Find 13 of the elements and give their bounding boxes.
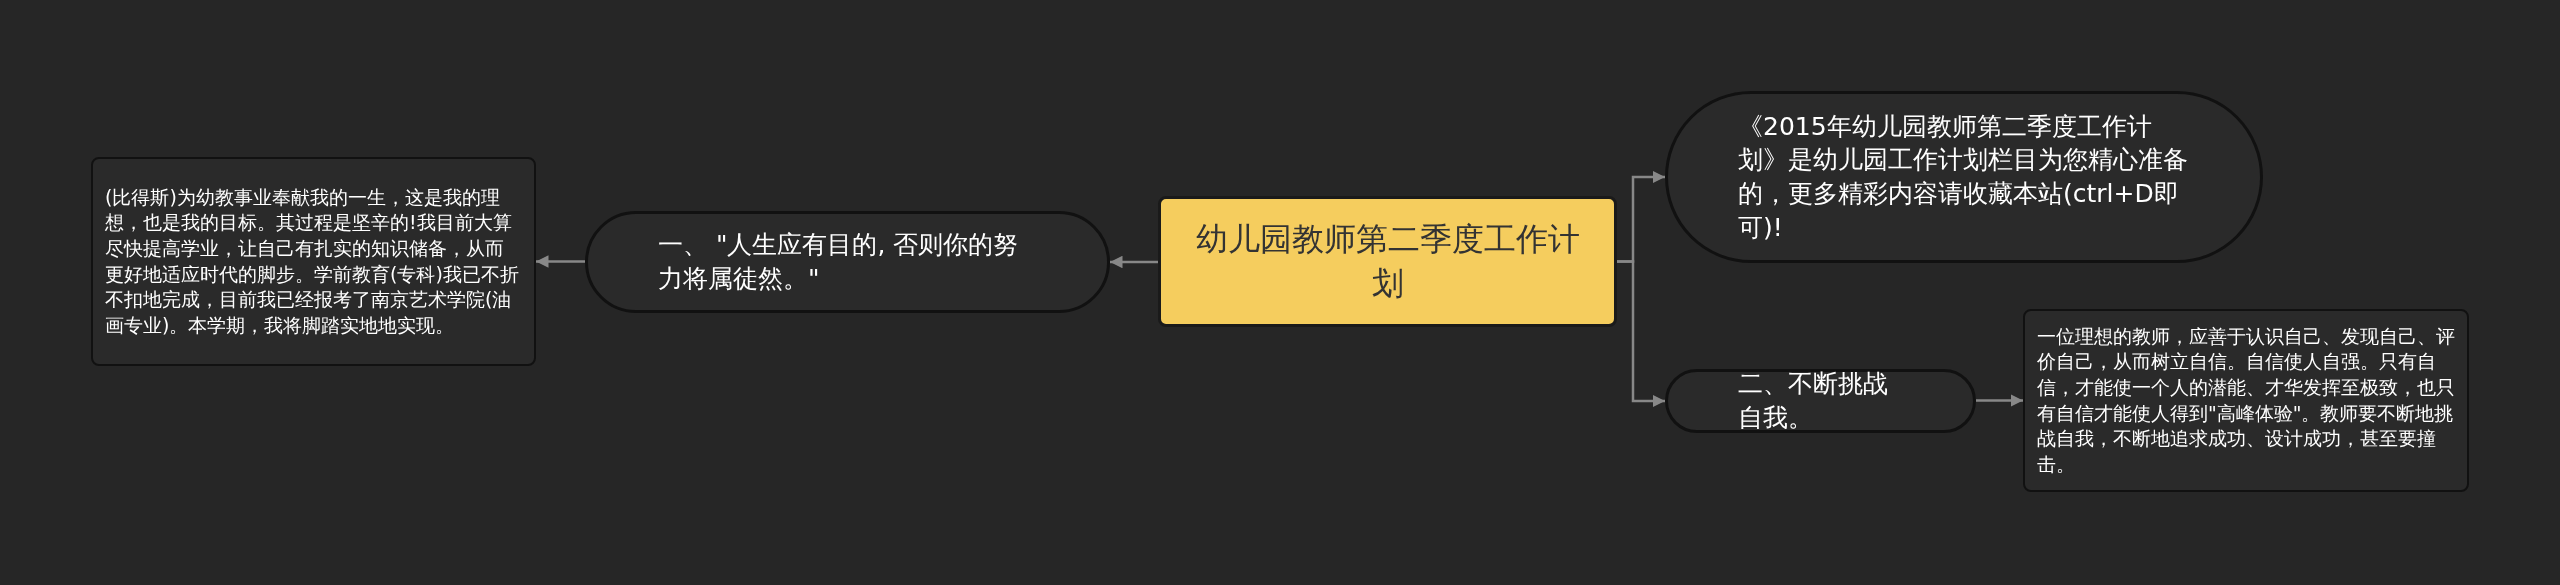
note-text: 一位理想的教师，应善于认识自己、发现自己、评价自己，从而树立自信。自信使人自强。只有自信，才能使一个人的潜能、才华发挥至极致，也只有自信才能使人得到"高峰体验"。教师要不断地挑战自我，不断地追求成功、设计成功，甚至要撞击。 [2037, 323, 2455, 477]
topic-box [1158, 196, 1617, 327]
node-text: 《2015年幼儿园教师第二季度工作计划》是幼儿园工作计划栏目为您精心准备的，更多精彩内容请收藏本站(ctrl+D即可)! [1738, 110, 2189, 244]
arrow [1110, 255, 1158, 269]
node-text: 一、 "人生应有目的, 否则你的努力将属徒然。" [658, 229, 1020, 295]
arrow [1976, 394, 2023, 407]
node-text: 幼儿园教师第二季度工作计划 [1194, 219, 1581, 304]
node-text: 二、不断挑战自我。 [1738, 368, 1889, 434]
arrow [536, 255, 585, 268]
note-text: (比得斯)为幼教事业奉献我的一生，这是我的理想，也是我的目标。其过程是坚辛的!我目前大算尽快提高学业，让自己有扎实的知识储备，从而更好地适应时代的脚步。学前教育(专科)我已不折不扣地完成，目前我已经报考了南京艺术学院(油画专业)。本学期，我将脚踏实地地实现。 [105, 184, 520, 338]
arrow [1617, 260, 1665, 408]
note-box [91, 157, 536, 366]
note-box [2023, 309, 2469, 492]
